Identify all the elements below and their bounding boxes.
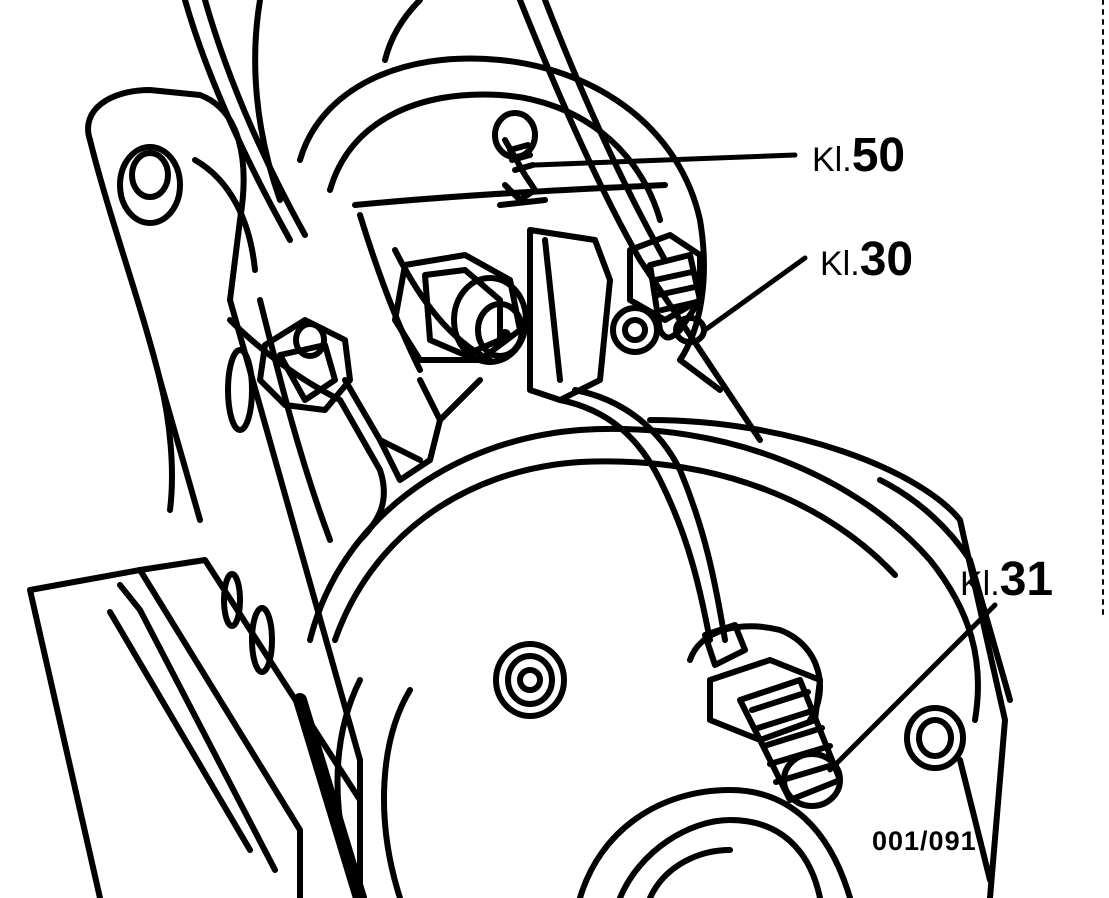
- label-kl30: Kl.30: [820, 236, 913, 284]
- label-kl50-number: 50: [851, 129, 906, 182]
- cover-nut-right: [904, 705, 966, 771]
- label-kl31: Kl.31: [960, 556, 1053, 604]
- label-kl30-number: 30: [859, 233, 914, 286]
- figure-code: 001/091: [872, 826, 977, 856]
- label-kl31-number: 31: [999, 553, 1054, 606]
- leader-lines: [532, 152, 998, 773]
- terminal-kl31: [687, 623, 843, 809]
- main-terminal-nut: [377, 252, 529, 483]
- label-kl50-prefix: Kl.: [812, 141, 852, 179]
- mounting-flange: [85, 87, 258, 523]
- terminal-kl50: [492, 110, 548, 208]
- label-kl31-prefix: Kl.: [960, 565, 1000, 603]
- lower-bracket: [27, 557, 367, 898]
- label-kl30-prefix: Kl.: [820, 245, 860, 283]
- terminal-kl30: [627, 232, 723, 393]
- label-kl50: Kl.50: [812, 132, 905, 180]
- side-bolt: [257, 317, 423, 463]
- terminal-plate: [527, 227, 660, 403]
- cover-nut-left: [493, 641, 567, 719]
- housing-body: [221, 0, 763, 898]
- end-cover: [307, 417, 1013, 898]
